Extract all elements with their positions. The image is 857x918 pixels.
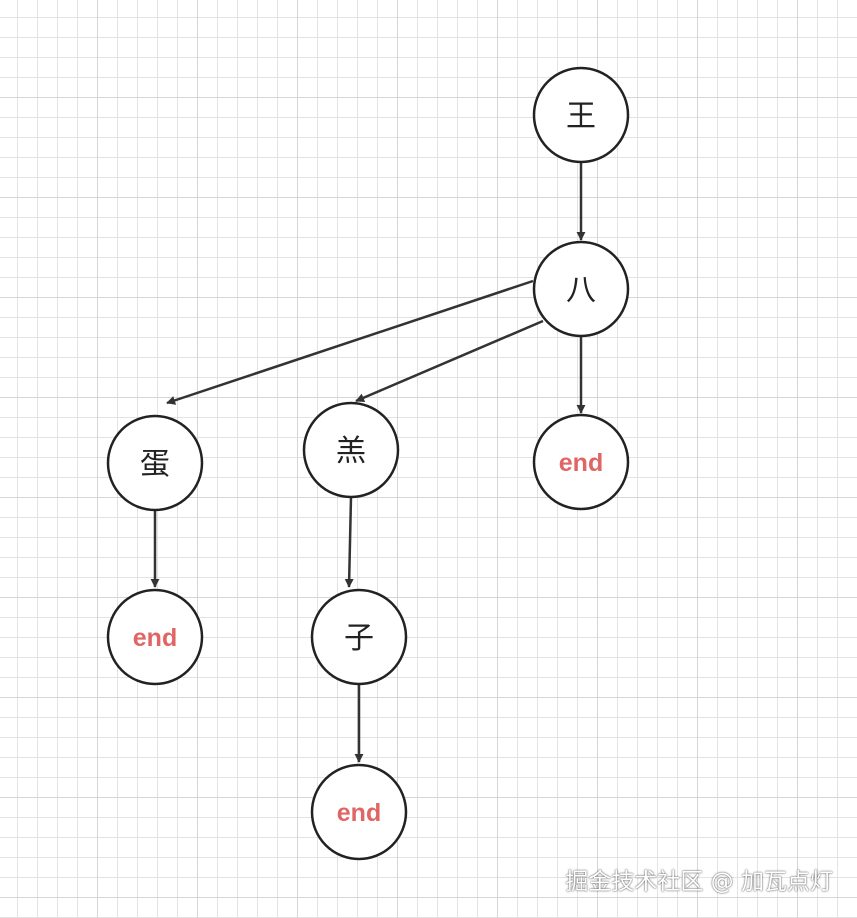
end-label: end <box>337 799 381 827</box>
end-label: end <box>133 624 177 652</box>
node-label: 羔 <box>336 434 366 469</box>
nodes: 王 八 蛋 羔 end end 子 end <box>106 66 630 861</box>
node-ba[interactable]: 八 <box>532 240 630 338</box>
edge-ba-dan <box>166 279 534 405</box>
node-zi[interactable]: 子 <box>310 588 408 686</box>
edge-ba-gao <box>355 319 544 403</box>
node-label: 八 <box>566 273 596 308</box>
node-wang[interactable]: 王 <box>532 66 630 164</box>
watermark: 掘金技术社区 @ 加瓦点灯 <box>565 869 833 895</box>
edge-gao-zi <box>344 496 354 588</box>
node-label: 子 <box>344 621 374 656</box>
edges <box>150 162 586 763</box>
node-label: 蛋 <box>140 447 170 482</box>
node-label: 王 <box>566 99 596 134</box>
node-gao[interactable]: 羔 <box>302 401 400 499</box>
node-end-zi[interactable]: end <box>310 763 408 861</box>
end-label: end <box>559 449 603 477</box>
node-dan[interactable]: 蛋 <box>106 414 204 512</box>
node-end-ba[interactable]: end <box>532 413 630 511</box>
node-end-dan[interactable]: end <box>106 588 204 686</box>
